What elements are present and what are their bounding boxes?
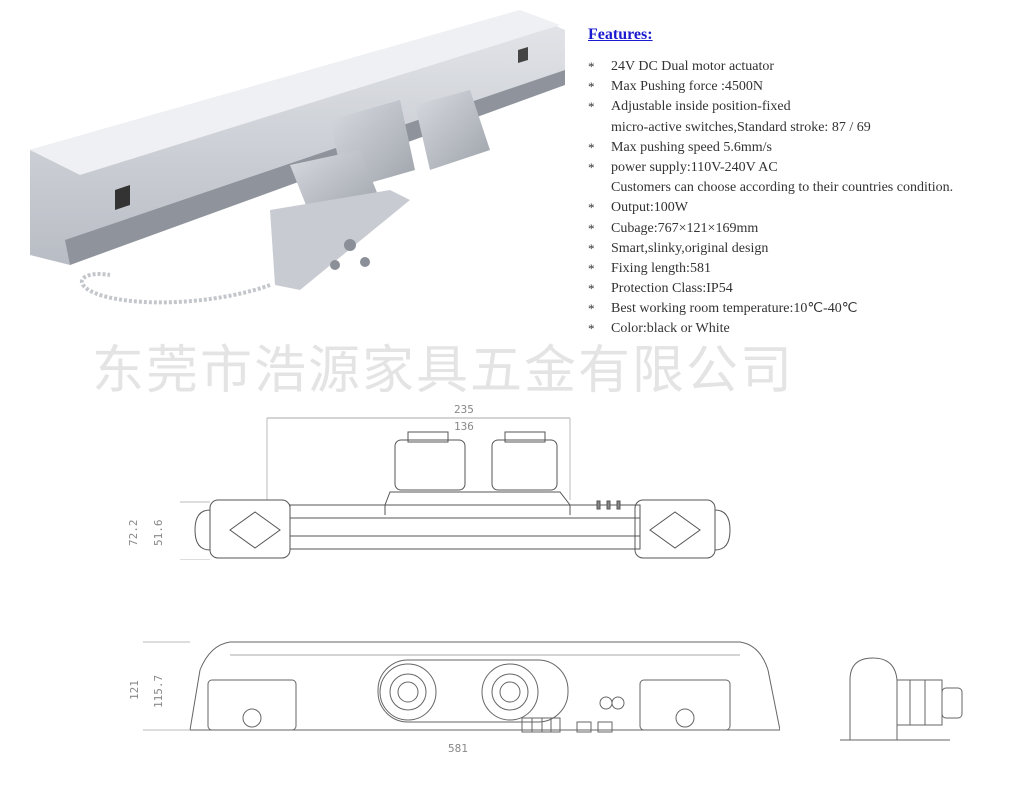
feature-text: Smart,slinky,original design bbox=[611, 240, 769, 256]
feature-item: * Cubage:767×121×169mm bbox=[588, 219, 953, 239]
dim-height-inner: 51.6 bbox=[152, 519, 165, 547]
features-heading: Features: bbox=[588, 26, 653, 43]
feature-text: Fixing length:581 bbox=[611, 260, 711, 276]
dim-height-inner-front: 115.7 bbox=[152, 674, 165, 708]
bullet-icon: * bbox=[588, 321, 595, 337]
feature-item: * Color:black or White bbox=[588, 319, 953, 339]
feature-item-continuation: Customers can choose according to their … bbox=[611, 180, 954, 196]
feature-item: * power supply:110V-240V AC bbox=[588, 158, 953, 178]
product-photo bbox=[30, 10, 565, 305]
bullet-icon: * bbox=[588, 99, 595, 115]
side-view-drawing bbox=[840, 657, 963, 741]
feature-item: * Fixing length:581 bbox=[588, 259, 953, 279]
feature-item: * Max Pushing force :4500N bbox=[588, 77, 953, 97]
feature-item: * Best working room temperature:10℃-40℃ bbox=[588, 299, 953, 319]
dim-inner-width: 136 bbox=[454, 420, 474, 433]
dim-length: 581 bbox=[448, 742, 468, 755]
bullet-icon: * bbox=[588, 79, 595, 95]
feature-item: * Adjustable inside position-fixed bbox=[588, 97, 953, 117]
feature-text: 24V DC Dual motor actuator bbox=[611, 59, 775, 74]
company-watermark: 东莞市浩源家具五金有限公司 bbox=[92, 341, 795, 401]
feature-item: * Protection Class:IP54 bbox=[588, 279, 953, 299]
feature-item: * Max pushing speed 5.6mm/s bbox=[588, 138, 953, 158]
dim-height-outer: 72.2 bbox=[127, 519, 140, 547]
bullet-icon: * bbox=[588, 159, 595, 175]
bullet-icon: * bbox=[588, 301, 595, 317]
top-view-drawing bbox=[180, 417, 731, 560]
bullet-icon: * bbox=[588, 240, 595, 256]
bullet-icon: * bbox=[588, 281, 595, 297]
feature-item-continuation: micro-active switches,Standard stroke: 8… bbox=[611, 119, 871, 135]
dim-height-outer-front: 121 bbox=[128, 680, 141, 700]
feature-text: Protection Class:IP54 bbox=[611, 281, 733, 297]
feature-text: Best working room temperature:10℃-40℃ bbox=[611, 301, 858, 317]
bullet-icon: * bbox=[588, 139, 595, 155]
feature-item: * Output:100W bbox=[588, 198, 953, 218]
features-list: * 24V DC Dual motor actuator * Max Pushing … bbox=[588, 57, 953, 340]
feature-text: power supply:110V-240V AC bbox=[611, 159, 778, 175]
feature-item: * Smart,slinky,original design bbox=[588, 239, 953, 259]
bullet-icon: * bbox=[588, 59, 595, 74]
feature-text: Max pushing speed 5.6mm/s bbox=[611, 139, 772, 155]
feature-text: Cubage:767×121×169mm bbox=[611, 220, 759, 236]
bullet-icon: * bbox=[588, 220, 595, 236]
dim-outer-width: 235 bbox=[454, 403, 474, 416]
feature-text: Color:black or White bbox=[611, 321, 730, 337]
bullet-icon: * bbox=[588, 260, 595, 276]
feature-text: Max Pushing force :4500N bbox=[611, 79, 764, 95]
front-view-drawing bbox=[143, 641, 780, 733]
feature-item: * 24V DC Dual motor actuator bbox=[588, 57, 953, 77]
bullet-icon: * bbox=[588, 200, 595, 216]
feature-text: Adjustable inside position-fixed bbox=[611, 99, 791, 115]
feature-text: Output:100W bbox=[611, 200, 688, 216]
